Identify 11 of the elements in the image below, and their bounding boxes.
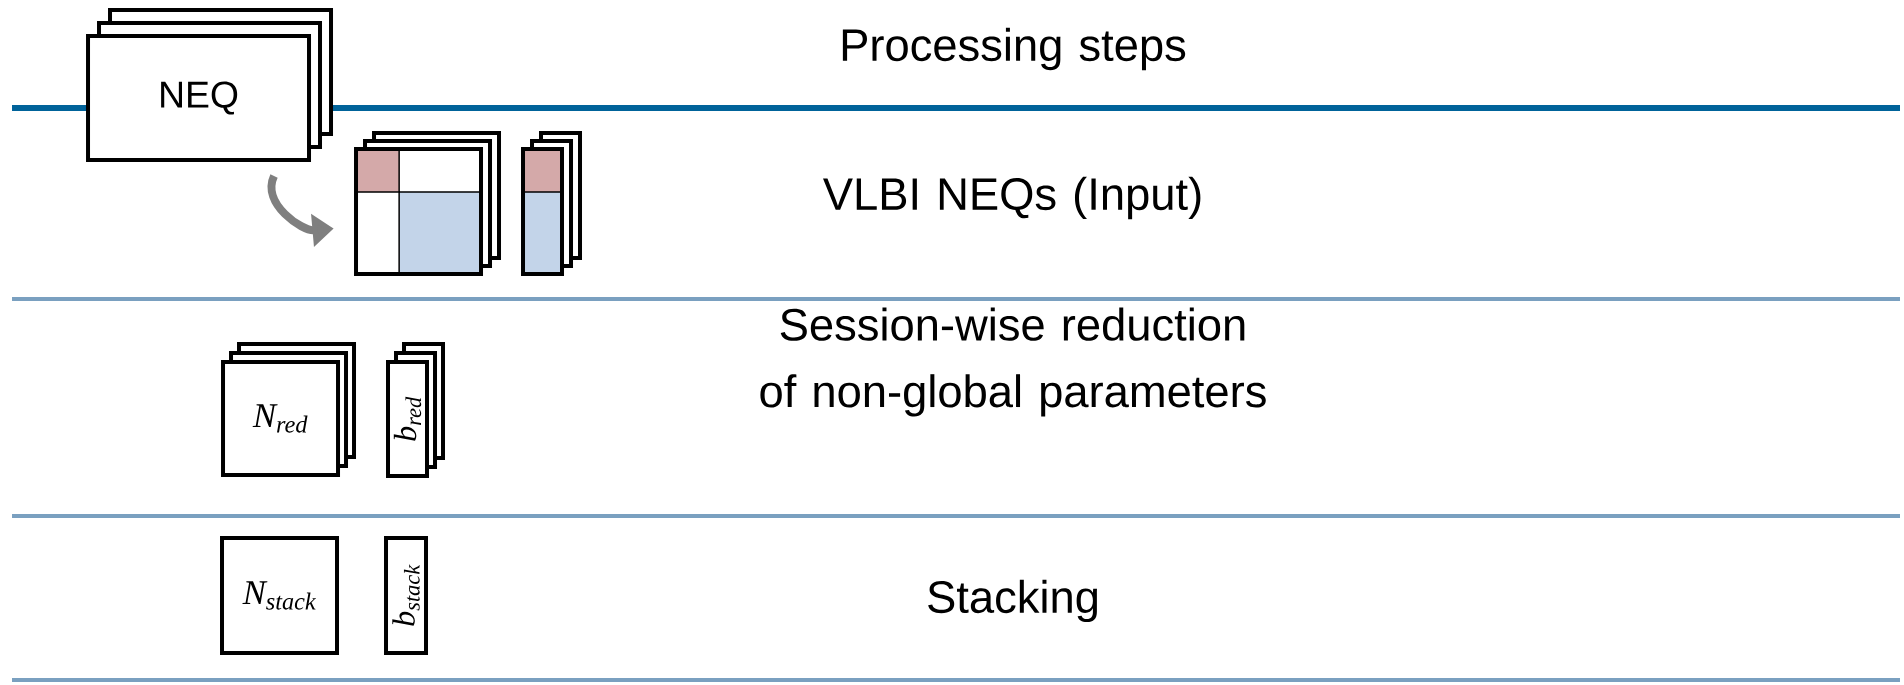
step-heading: Processing steps	[842, 27, 1186, 71]
stacked-box: NEQ	[86, 8, 333, 162]
vector-stack-drawing	[521, 131, 582, 276]
step-heading: Session-wise reduction of non-global parameters	[760, 307, 1266, 417]
matrix-box: N$_{stack}$	[220, 536, 339, 655]
step-heading: Stacking	[928, 579, 1097, 623]
vector-stack: b$_{red}$	[386, 342, 445, 478]
matrix-stack-drawing	[354, 131, 501, 276]
vector-box: b$_{stack}$	[384, 536, 428, 655]
matrix-stack: N$_{red}$	[221, 342, 356, 477]
step-heading: VLBI NEQs (Input)	[823, 176, 1201, 220]
